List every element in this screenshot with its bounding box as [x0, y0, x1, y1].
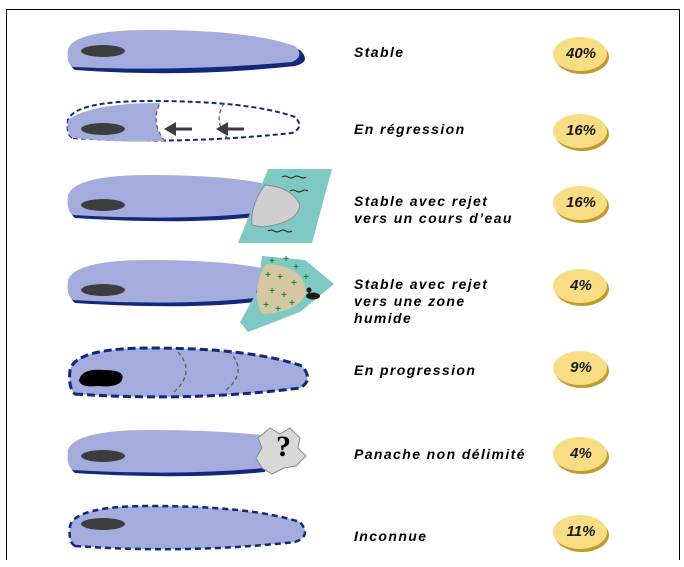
progression-plume-icon — [0, 340, 330, 410]
row-label: Stable — [354, 44, 404, 61]
row-wetland-discharge: + + + + + + + + + + + + Stable avec reje… — [0, 250, 684, 320]
percent-value: 40% — [552, 36, 610, 72]
regression-plume-icon — [0, 93, 330, 163]
row-unknown: Inconnue 11% — [0, 500, 684, 567]
row-undelimited: ? Panache non délimité 4% — [0, 420, 684, 490]
svg-text:+: + — [303, 272, 309, 283]
row-progression: En progression 9% — [0, 340, 684, 410]
percent-badge: 16% — [552, 185, 606, 221]
row-regression: En régression 16% — [0, 93, 684, 163]
percent-badge: 16% — [552, 113, 606, 149]
svg-text:+: + — [265, 270, 271, 281]
row-label: Stable avec rejet vers un cours d’eau — [354, 193, 513, 227]
row-label: Inconnue — [354, 528, 427, 545]
percent-value: 4% — [552, 436, 610, 472]
row-stable: Stable 40% — [0, 22, 684, 92]
unknown-plume-icon — [0, 500, 330, 567]
percent-badge: 4% — [552, 268, 606, 304]
row-label: En régression — [354, 121, 466, 138]
row-label: Stable avec rejet vers une zone humide — [354, 276, 488, 327]
wetland-discharge-plume-icon: + + + + + + + + + + + + — [0, 250, 340, 340]
source-zone-icon — [79, 370, 123, 387]
row-stream-discharge: Stable avec rejet vers un cours d’eau 16… — [0, 165, 684, 235]
percent-badge: 11% — [552, 514, 606, 550]
percent-badge: 9% — [552, 350, 606, 386]
frame-top-border — [6, 9, 680, 10]
source-zone-icon — [81, 518, 125, 530]
stable-plume-icon — [0, 22, 330, 92]
undelimited-plume-icon: ? — [0, 420, 330, 490]
row-label: Panache non délimité — [354, 446, 526, 463]
svg-text:+: + — [289, 298, 295, 309]
percent-value: 16% — [552, 113, 610, 149]
svg-text:+: + — [277, 272, 283, 283]
stream-discharge-plume-icon — [0, 165, 340, 250]
svg-text:+: + — [293, 262, 299, 273]
percent-badge: 4% — [552, 436, 606, 472]
svg-text:+: + — [269, 256, 275, 267]
percent-value: 4% — [552, 268, 610, 304]
source-zone-icon — [81, 284, 125, 296]
source-zone-icon — [81, 450, 125, 462]
svg-text:+: + — [281, 290, 287, 301]
percent-value: 16% — [552, 185, 610, 221]
source-zone-icon — [81, 199, 125, 211]
source-zone-icon — [81, 45, 125, 57]
row-label: En progression — [354, 362, 476, 379]
percent-value: 11% — [552, 514, 610, 550]
percent-value: 9% — [552, 350, 610, 386]
percent-badge: 40% — [552, 36, 606, 72]
svg-text:+: + — [291, 278, 297, 289]
svg-text:+: + — [283, 254, 289, 265]
source-zone-icon — [81, 123, 125, 135]
svg-text:+: + — [275, 304, 281, 315]
svg-text:+: + — [263, 300, 269, 311]
svg-text:+: + — [269, 286, 275, 297]
question-mark-icon: ? — [276, 430, 291, 463]
